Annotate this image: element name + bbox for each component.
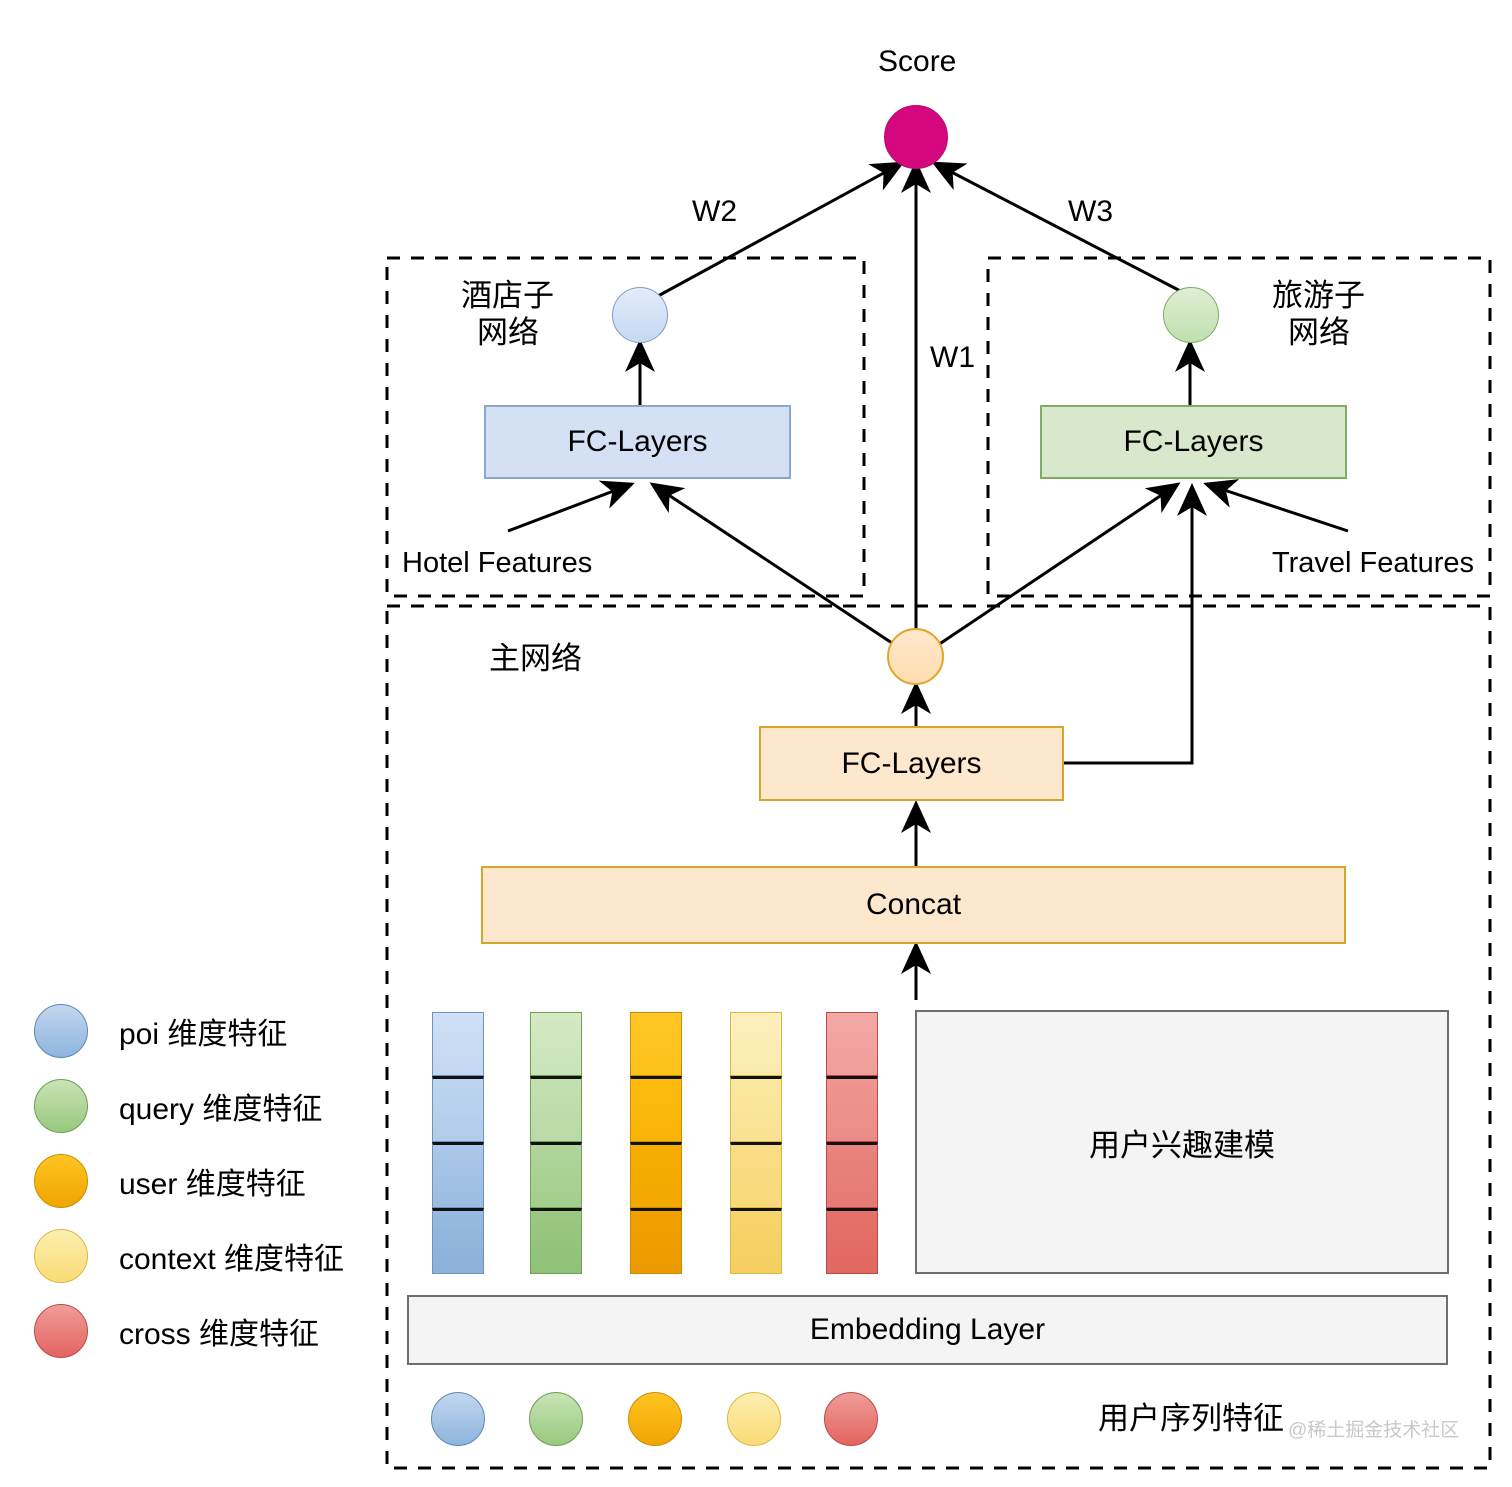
hotel-fc-layers-box[interactable]: FC-Layers	[484, 405, 791, 479]
legend-dot-cross	[34, 1304, 88, 1358]
user-interest-modeling-box[interactable]: 用户兴趣建模	[915, 1010, 1449, 1274]
score-node[interactable]	[884, 105, 948, 169]
weight-label-w1: W1	[930, 341, 975, 374]
embedding-layer-box[interactable]: Embedding Layer	[407, 1295, 1448, 1365]
sequence-circle-poi[interactable]	[431, 1392, 485, 1446]
sequence-circle-context[interactable]	[727, 1392, 781, 1446]
legend-dot-context	[34, 1229, 88, 1283]
legend-label-context: context 维度特征	[119, 1243, 345, 1276]
legend-dot-user	[34, 1154, 88, 1208]
sequence-circle-cross[interactable]	[824, 1392, 878, 1446]
legend-dot-query	[34, 1079, 88, 1133]
legend-label-poi: poi 维度特征	[119, 1018, 288, 1051]
score-label: Score	[878, 45, 957, 78]
legend-item-context: context 维度特征	[34, 1229, 344, 1283]
feature-column-query[interactable]	[530, 1012, 582, 1274]
sequence-circle-query[interactable]	[529, 1392, 583, 1446]
travel-subnet-title-line1: 旅游子	[1272, 278, 1365, 313]
travel-features-label: Travel Features	[1272, 547, 1474, 579]
sequence-circle-user[interactable]	[628, 1392, 682, 1446]
legend-item-poi: poi 维度特征	[34, 1004, 287, 1058]
travel-subnet-output-node[interactable]	[1163, 287, 1219, 343]
legend-label-cross: cross 维度特征	[119, 1318, 320, 1351]
hotel-subnet-title-line1: 酒店子	[461, 278, 554, 313]
weight-label-w2: W2	[692, 195, 737, 228]
main-network-output-node[interactable]	[887, 628, 944, 685]
main-fc-layers-box[interactable]: FC-Layers	[759, 726, 1064, 801]
legend-dot-poi	[34, 1004, 88, 1058]
feature-column-cross[interactable]	[826, 1012, 878, 1274]
hotel-subnet-output-node[interactable]	[612, 287, 668, 343]
concat-box[interactable]: Concat	[481, 866, 1346, 944]
feature-column-poi[interactable]	[432, 1012, 484, 1274]
hotel-features-label: Hotel Features	[402, 547, 593, 579]
main-network-title: 主网络	[489, 641, 582, 676]
user-sequence-features-label: 用户序列特征	[1098, 1401, 1284, 1436]
legend-label-user: user 维度特征	[119, 1168, 306, 1201]
legend-item-user: user 维度特征	[34, 1154, 306, 1208]
travel-subnet-title-line2: 网络	[1288, 315, 1350, 350]
feature-column-context[interactable]	[730, 1012, 782, 1274]
legend-item-query: query 维度特征	[34, 1079, 322, 1133]
weight-label-w3: W3	[1068, 195, 1113, 228]
feature-column-user[interactable]	[630, 1012, 682, 1274]
hotel-subnet-title-line2: 网络	[477, 315, 539, 350]
travel-fc-layers-box[interactable]: FC-Layers	[1040, 405, 1347, 479]
watermark: @稀土掘金技术社区	[1288, 1420, 1460, 1441]
legend-item-cross: cross 维度特征	[34, 1304, 319, 1358]
legend-label-query: query 维度特征	[119, 1093, 323, 1126]
